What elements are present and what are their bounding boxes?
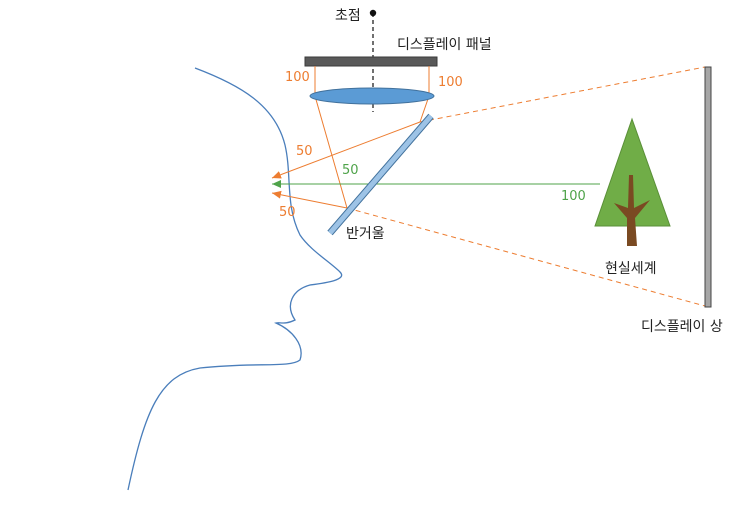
virtual-ray-lower bbox=[346, 207, 706, 307]
reflected-ray-upper bbox=[271, 121, 421, 179]
virtual-ray-upper bbox=[419, 66, 706, 123]
real-world-value: 100 bbox=[561, 189, 586, 204]
ray-left bbox=[314, 66, 348, 209]
eye-upper-value: 50 bbox=[296, 144, 313, 159]
real-world-label: 현실세계 bbox=[605, 261, 657, 277]
eye-lower-value: 50 bbox=[279, 205, 296, 220]
display-image-screen bbox=[704, 66, 712, 308]
display-image-label: 디스플레이 상 bbox=[641, 319, 723, 335]
through-mirror-value: 50 bbox=[342, 163, 359, 178]
panel-right-value: 100 bbox=[438, 75, 463, 90]
half-mirror-label: 반거울 bbox=[346, 226, 385, 242]
focus-label: 초점 bbox=[335, 8, 361, 24]
half-mirror-fill bbox=[328, 114, 433, 235]
reflected-ray-lower bbox=[271, 190, 348, 209]
display-panel bbox=[304, 56, 438, 67]
display-panel-label: 디스플레이 패널 bbox=[397, 37, 492, 53]
panel-left-value: 100 bbox=[285, 70, 310, 85]
face-profile bbox=[127, 67, 343, 491]
lens bbox=[309, 87, 435, 105]
tree-icon bbox=[594, 117, 671, 246]
